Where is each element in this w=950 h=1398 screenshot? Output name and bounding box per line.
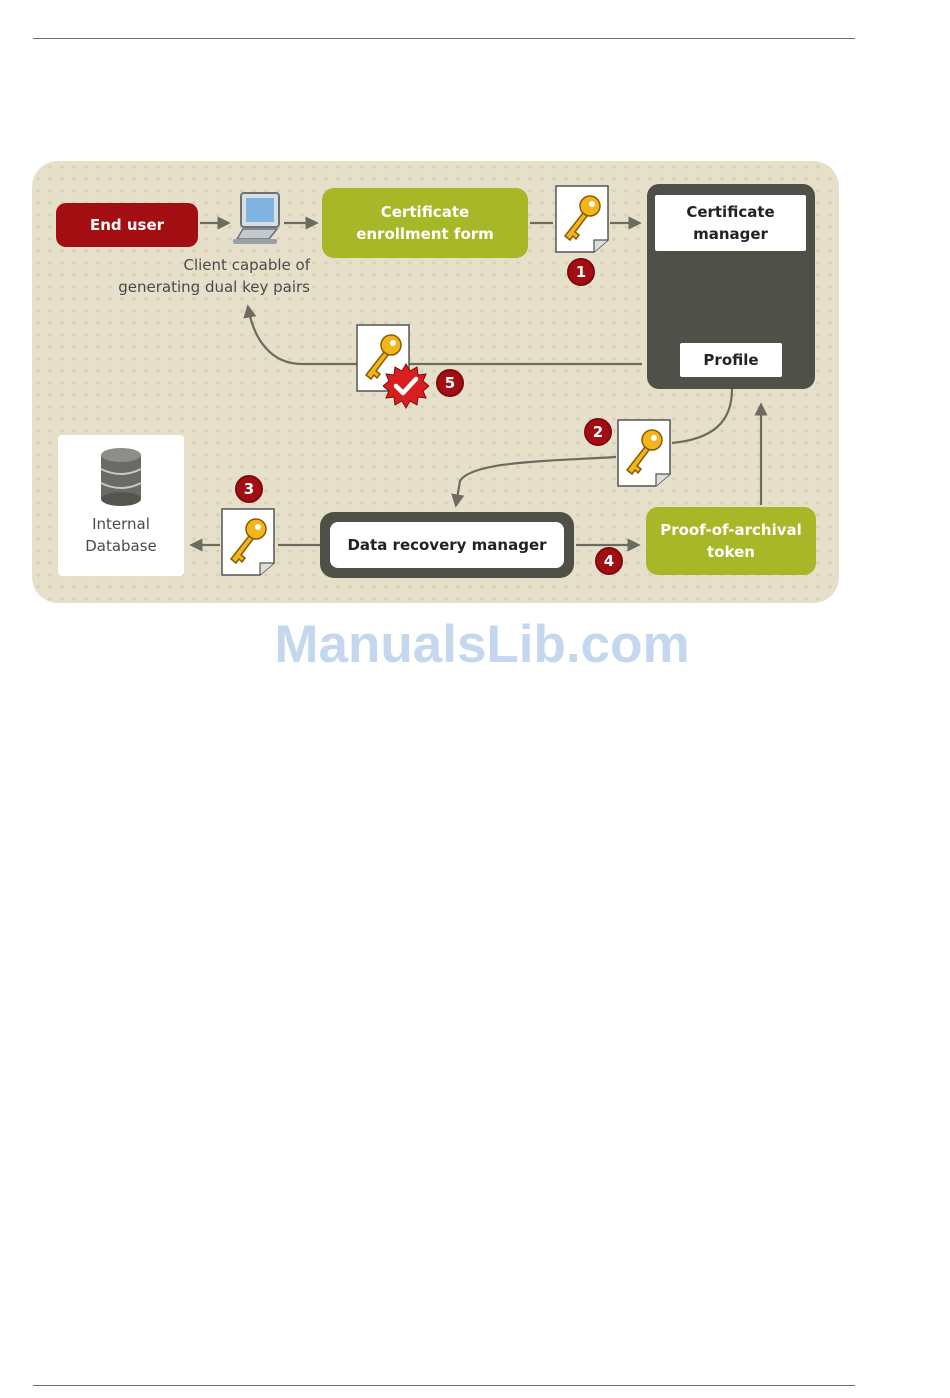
enroll-line1: Certificate — [356, 201, 494, 223]
poa-line2: token — [660, 541, 802, 563]
cm-line1: Certificate — [686, 201, 774, 223]
db-line2: Database — [58, 535, 184, 557]
database-icon — [100, 447, 142, 507]
step-badge-4: 4 — [595, 547, 623, 575]
key-document-icon — [554, 184, 610, 254]
certificate-enrollment-form-box: Certificate enrollment form — [322, 188, 528, 258]
certificate-manager-box: Certificate manager — [655, 195, 806, 251]
internal-database-label: Internal Database — [58, 513, 184, 557]
key-document-icon — [220, 507, 276, 577]
internal-database-box: Internal Database — [58, 435, 184, 576]
enroll-line2: enrollment form — [356, 223, 494, 245]
bottom-rule — [33, 1385, 855, 1386]
step-badge-3: 3 — [235, 475, 263, 503]
profile-box: Profile — [680, 343, 782, 377]
monitor-icon — [229, 191, 285, 249]
approved-seal-icon — [383, 363, 429, 409]
poa-line1: Proof-of-archival — [660, 519, 802, 541]
client-label-line1: Client capable of — [92, 254, 310, 276]
client-label: Client capable of generating dual key pa… — [92, 254, 310, 298]
end-user-box: End user — [56, 203, 198, 247]
top-rule — [33, 38, 855, 39]
key-document-icon — [616, 418, 672, 488]
db-line1: Internal — [58, 513, 184, 535]
step-badge-2: 2 — [584, 418, 612, 446]
step-badge-5: 5 — [436, 369, 464, 397]
step-badge-1: 1 — [567, 258, 595, 286]
key-archival-diagram: End user Client capable of generating du… — [32, 161, 839, 603]
data-recovery-manager-box: Data recovery manager — [330, 522, 564, 568]
watermark: ManualsLib.com — [0, 614, 950, 675]
proof-of-archival-token-box: Proof-of-archival token — [646, 507, 816, 575]
cm-line2: manager — [686, 223, 774, 245]
client-label-line2: generating dual key pairs — [92, 276, 310, 298]
